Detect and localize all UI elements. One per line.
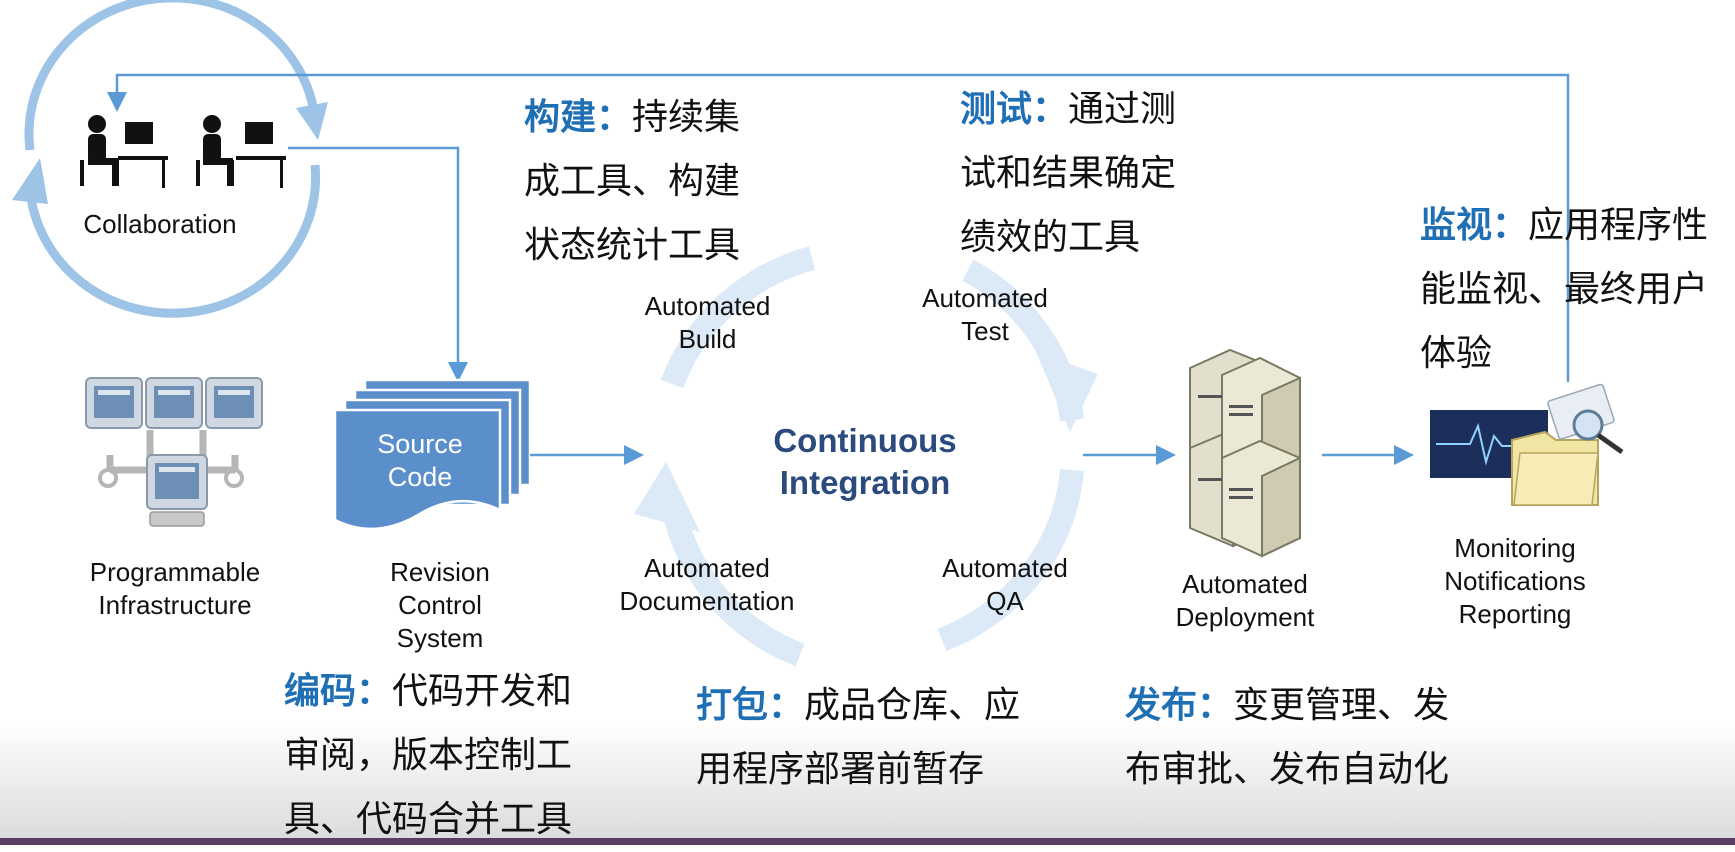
ci-arrowheads [634,352,1098,532]
release-line-2: 布审批、发布自动化 [1125,749,1450,790]
test-heading: 测试 [960,89,1033,130]
collaboration-label: Collaboration [83,209,237,239]
release-heading: 发布 [1125,685,1198,726]
collab-arrowhead-icon [12,158,48,204]
server-tower-icon [1189,348,1301,558]
build-annotation: 构建：持续集 成工具、构建 状态统计工具 [524,86,740,278]
release-annotation: 发布：变更管理、发 布审批、发布自动化 [1125,674,1449,802]
test-line-1: 通过测 [1068,89,1177,130]
monitor-line-3: 体验 [1420,333,1493,374]
networked-computers-icon [85,377,263,527]
programmable-infrastructure-label: Programmable Infrastructure [89,557,261,620]
release-colon: ： [1197,685,1234,726]
bottom-bar [0,838,1735,845]
revision-control-label: Revision Control System [390,557,490,653]
monitor-heading: 监视 [1420,205,1493,246]
code-heading: 编码 [284,671,357,712]
monitor-line-1: 应用程序性 [1528,205,1709,246]
release-line-1: 变更管理、发 [1233,685,1450,726]
automated-qa-label: Automated QA [942,553,1068,616]
monitoring-label: Monitoring Notifications Reporting [1444,533,1586,629]
build-colon: ： [596,97,633,138]
test-line-3: 绩效的工具 [960,217,1141,258]
package-annotation: 打包：成品仓库、应 用程序部署前暂存 [696,674,1020,802]
monitor-colon: ： [1492,205,1529,246]
continuous-integration-title: Continuous Integration [773,422,957,501]
build-line-1: 持续集 [632,97,741,138]
build-line-3: 状态统计工具 [524,225,741,266]
test-annotation: 测试：通过测 试和结果确定 绩效的工具 [960,78,1176,270]
background-fade [0,720,1735,838]
package-colon: ： [768,685,805,726]
code-colon: ： [356,671,393,712]
feedback-arrow [107,73,1570,382]
monitoring-folder-icon [1430,383,1624,506]
code-line-2: 审阅，版本控制工 [284,735,573,776]
code-annotation: 编码：代码开发和 审阅，版本控制工 具、代码合并工具 [284,660,572,852]
collaboration-cycle-icon [24,0,321,318]
test-line-2: 试和结果确定 [960,153,1177,194]
package-line-2: 用程序部署前暂存 [696,749,985,790]
source-code-label: Source Code [377,429,463,492]
test-colon: ： [1032,89,1069,130]
monitor-line-2: 能监视、最终用户 [1420,269,1709,310]
collab-to-source-arrow [288,146,468,382]
package-line-1: 成品仓库、应 [804,685,1021,726]
automated-test-label: Automated Test [922,283,1048,346]
code-line-1: 代码开发和 [392,671,573,712]
automated-documentation-label: Automated Documentation [619,553,795,616]
collab-arrowhead-icon [296,102,328,140]
package-heading: 打包 [696,685,769,726]
code-line-3: 具、代码合并工具 [284,799,573,840]
build-heading: 构建 [524,97,597,138]
build-line-2: 成工具、构建 [524,161,741,202]
automated-deployment-label: Automated Deployment [1175,569,1315,632]
automated-build-label: Automated Build [644,291,771,354]
monitor-annotation: 监视：应用程序性 能监视、最终用户 体验 [1420,194,1708,386]
people-at-computers-icon [80,115,286,188]
document-stack-icon [333,378,532,531]
